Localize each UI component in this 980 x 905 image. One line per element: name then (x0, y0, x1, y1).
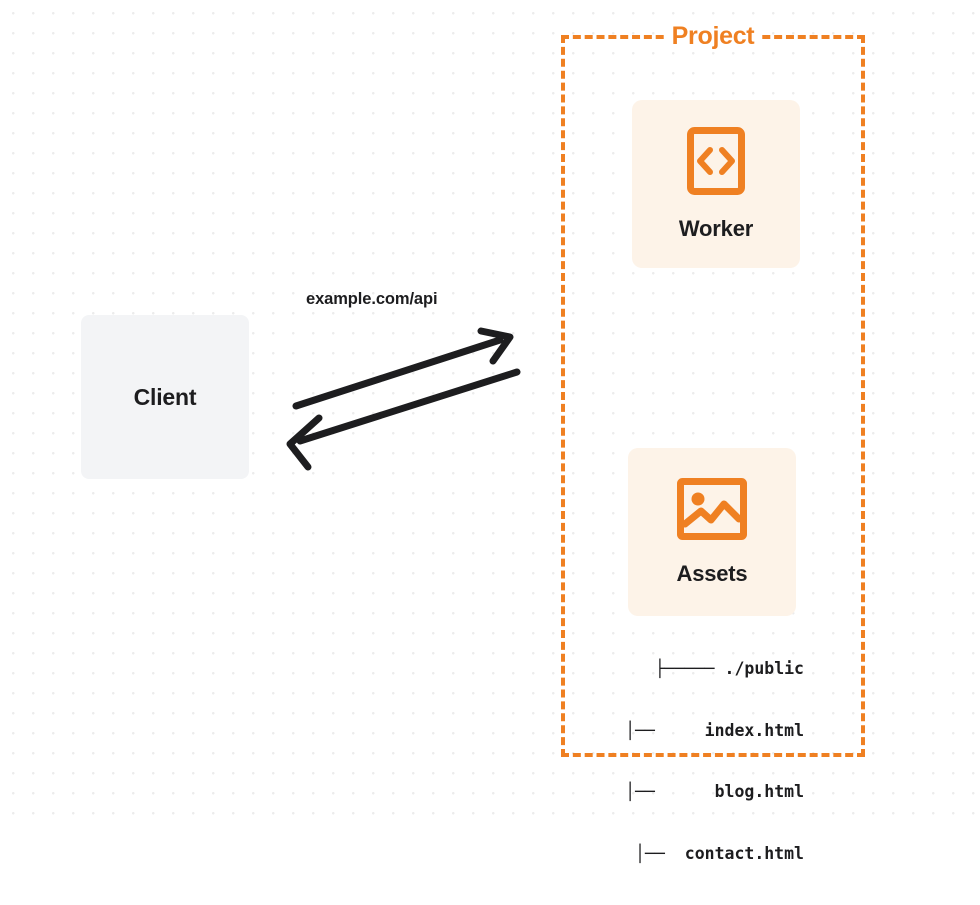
client-node[interactable]: Client (81, 315, 249, 479)
assets-card[interactable]: Assets (628, 448, 796, 616)
diagram-canvas: Client example.com/api Project Worker As… (0, 0, 980, 863)
worker-card[interactable]: Worker (632, 100, 800, 268)
request-arrow (292, 327, 514, 410)
assets-label: Assets (676, 560, 748, 586)
project-title-text: Project (664, 22, 762, 50)
assets-file-tree: ├───── ./public │── index.html │── blog.… (600, 618, 804, 905)
tree-row: │── index.html (625, 720, 804, 740)
tree-row: │── contact.html (635, 843, 804, 863)
worker-label: Worker (678, 215, 754, 241)
tree-row: ├───── ./public (654, 659, 804, 678)
client-label: Client (133, 383, 197, 410)
code-brackets-icon (687, 126, 745, 200)
image-icon (677, 477, 747, 545)
project-title: Project (561, 22, 865, 50)
connection-label: example.com/api (306, 290, 438, 308)
response-arrow (286, 368, 521, 471)
tree-row: │── blog.html (625, 782, 804, 801)
